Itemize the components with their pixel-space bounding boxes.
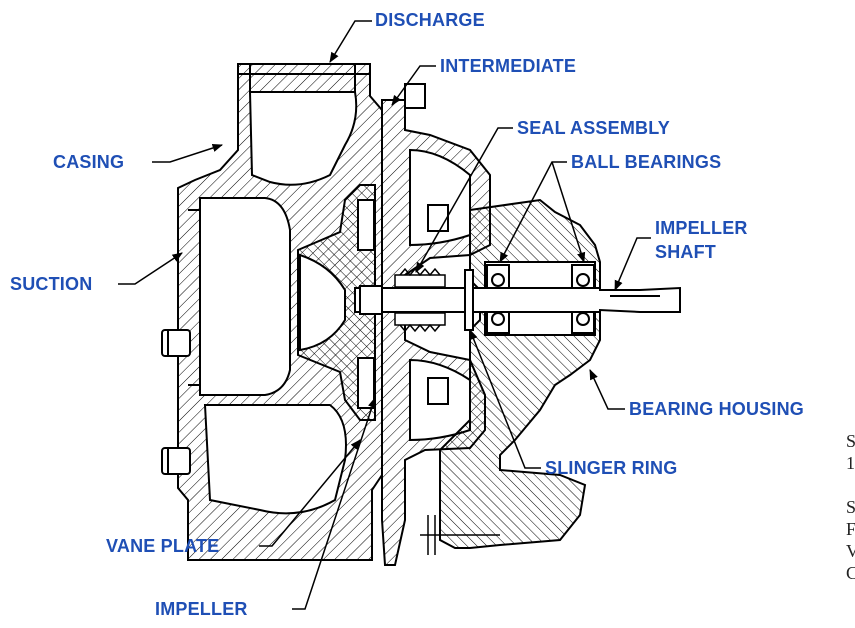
seal-assembly-part bbox=[394, 267, 446, 333]
label-discharge: DISCHARGE bbox=[375, 10, 485, 30]
label-ball-bearings: BALL BEARINGS bbox=[571, 152, 722, 172]
label-impeller: IMPELLER bbox=[155, 599, 248, 619]
label-seal-assembly: SEAL ASSEMBLY bbox=[517, 118, 670, 138]
label-vane-plate: VANE PLATE bbox=[106, 536, 220, 556]
label-bearing-housing: BEARING HOUSING bbox=[629, 399, 805, 419]
label-casing: CASING bbox=[53, 152, 125, 172]
impeller-shaft-part bbox=[354, 285, 681, 315]
leader-lines bbox=[118, 20, 651, 610]
bolts bbox=[404, 83, 449, 405]
slinger-ring-part bbox=[464, 269, 474, 331]
label-suction: SUCTION bbox=[10, 274, 93, 294]
casing-part bbox=[177, 63, 383, 561]
impeller-region bbox=[297, 184, 376, 421]
drain-plugs bbox=[161, 329, 191, 475]
label-impeller-shaft-line1: IMPELLER bbox=[655, 218, 748, 238]
label-slinger-ring: SLINGER RING bbox=[545, 458, 678, 478]
foot-lines bbox=[420, 515, 500, 555]
label-intermediate: INTERMEDIATE bbox=[440, 56, 577, 76]
label-impeller-shaft-line2: SHAFT bbox=[655, 242, 716, 262]
